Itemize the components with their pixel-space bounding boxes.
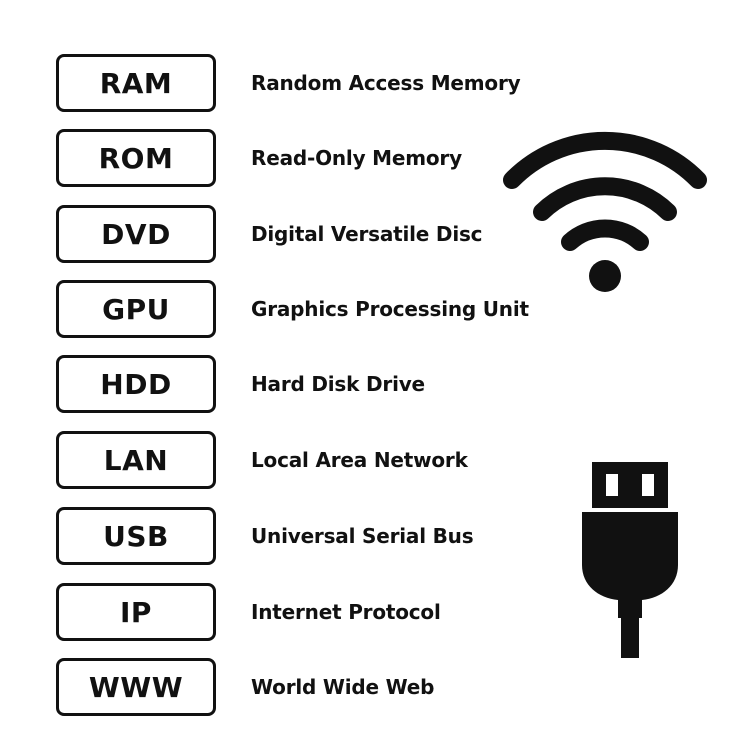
- abbreviation-box: LAN: [56, 431, 216, 489]
- glossary-row-ip: IP Internet Protocol: [0, 583, 736, 647]
- wifi-icon: [503, 131, 707, 292]
- wifi-arc-inner: [561, 219, 649, 251]
- full-name-label: Read-Only Memory: [251, 146, 462, 170]
- glossary-row-gpu: GPU Graphics Processing Unit: [0, 280, 736, 344]
- glossary-row-lan: LAN Local Area Network: [0, 431, 736, 495]
- wifi-arc-outer: [503, 131, 707, 189]
- glossary-row-hdd: HDD Hard Disk Drive: [0, 355, 736, 419]
- glossary-row-usb: USB Universal Serial Bus: [0, 507, 736, 571]
- glossary-row-ram: RAM Random Access Memory: [0, 54, 736, 118]
- glossary-row-rom: ROM Read-Only Memory: [0, 129, 736, 193]
- usb-cable: [621, 616, 639, 658]
- abbreviation-box: DVD: [56, 205, 216, 263]
- full-name-label: Local Area Network: [251, 448, 468, 472]
- abbreviation-box: HDD: [56, 355, 216, 413]
- abbreviation-box: GPU: [56, 280, 216, 338]
- abbreviation-box: RAM: [56, 54, 216, 112]
- usb-connector-head: [592, 462, 668, 508]
- full-name-label: Hard Disk Drive: [251, 372, 425, 396]
- full-name-label: World Wide Web: [251, 675, 435, 699]
- full-name-label: Random Access Memory: [251, 71, 521, 95]
- abbreviation-box: WWW: [56, 658, 216, 716]
- usb-plug-body: [582, 512, 678, 618]
- glossary-row-www: WWW World Wide Web: [0, 658, 736, 722]
- abbreviation-box: ROM: [56, 129, 216, 187]
- full-name-label: Internet Protocol: [251, 600, 441, 624]
- wifi-dot: [589, 260, 621, 292]
- full-name-label: Digital Versatile Disc: [251, 222, 483, 246]
- wifi-arc-middle: [533, 177, 677, 221]
- usb-plug-icon: [582, 462, 678, 658]
- abbreviation-box: USB: [56, 507, 216, 565]
- glossary-row-dvd: DVD Digital Versatile Disc: [0, 205, 736, 269]
- abbreviation-box: IP: [56, 583, 216, 641]
- full-name-label: Graphics Processing Unit: [251, 297, 529, 321]
- full-name-label: Universal Serial Bus: [251, 524, 474, 548]
